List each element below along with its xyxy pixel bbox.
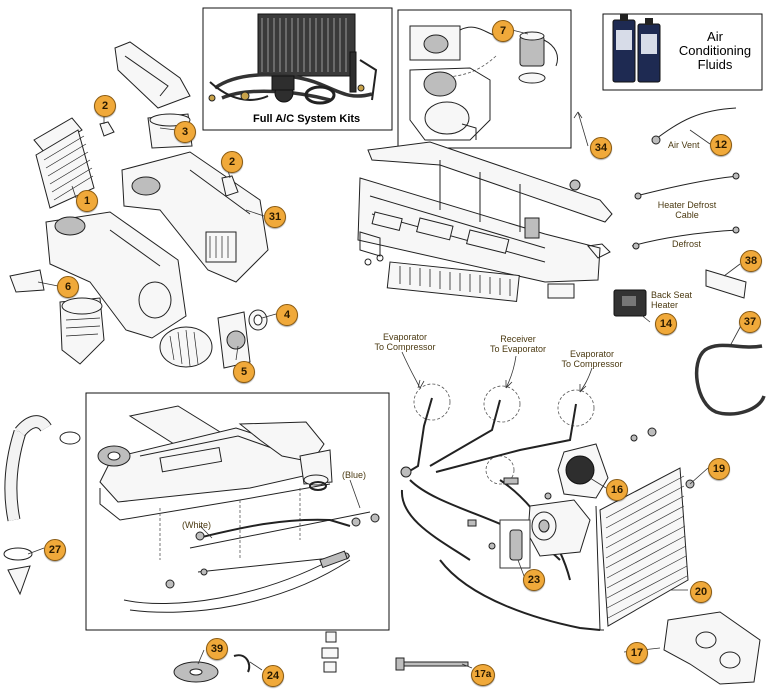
- callout-3[interactable]: 3: [174, 121, 196, 143]
- callout-14[interactable]: 14: [655, 313, 677, 335]
- callout-27[interactable]: 27: [44, 539, 66, 561]
- callout-4[interactable]: 4: [276, 304, 298, 326]
- refrigerant-lines: [400, 383, 695, 631]
- ac-kit-caption: Full A/C System Kits: [253, 113, 361, 125]
- label-receiver-to-evaporator: Receiver To Evaporator: [489, 334, 547, 354]
- condenser: [595, 467, 689, 631]
- callout-1[interactable]: 1: [76, 190, 98, 212]
- callout-39[interactable]: 39: [206, 638, 228, 660]
- callout-34[interactable]: 34: [590, 137, 612, 159]
- label-evap-to-compressor-2: Evaporator To Compressor: [561, 349, 623, 369]
- fluids-caption: Air Conditioning Fluids: [678, 29, 752, 72]
- bottom-parts: [173, 611, 761, 685]
- callout-17[interactable]: 17: [626, 642, 648, 664]
- callout-17a[interactable]: 17a: [471, 664, 495, 686]
- dashboard-assembly: [357, 141, 613, 302]
- callout-12[interactable]: 12: [710, 134, 732, 156]
- heater-housing-parts: [9, 41, 269, 369]
- callout-38[interactable]: 38: [740, 250, 762, 272]
- heater-hoses: [3, 415, 131, 596]
- control-cables: [613, 107, 766, 416]
- label-evap-to-compressor-1: Evaporator To Compressor: [374, 332, 436, 352]
- callout-2[interactable]: 2: [94, 95, 116, 117]
- callout-16[interactable]: 16: [606, 479, 628, 501]
- label-back-seat-heater: Back Seat Heater: [651, 290, 693, 310]
- callout-23[interactable]: 23: [523, 569, 545, 591]
- blower-motor-illustration: [409, 25, 558, 141]
- callout-37[interactable]: 37: [739, 311, 761, 333]
- label-air-vent: Air Vent: [668, 140, 700, 150]
- callout-24[interactable]: 24: [262, 665, 284, 687]
- callout-2[interactable]: 2: [221, 151, 243, 173]
- callout-6[interactable]: 6: [57, 276, 79, 298]
- ac-kit-illustration: [208, 13, 378, 105]
- label-heater-defrost-cable: Heater Defrost Cable: [657, 200, 717, 220]
- callout-20[interactable]: 20: [690, 581, 712, 603]
- callout-19[interactable]: 19: [708, 458, 730, 480]
- evaporator-assembly: [99, 405, 380, 613]
- callout-7[interactable]: 7: [492, 20, 514, 42]
- label-white: (White): [182, 520, 211, 530]
- callout-31[interactable]: 31: [264, 206, 286, 228]
- callout-5[interactable]: 5: [233, 361, 255, 383]
- label-defrost: Defrost: [672, 239, 702, 249]
- ac-fluids-bottles: [612, 14, 661, 83]
- label-blue: (Blue): [342, 470, 367, 480]
